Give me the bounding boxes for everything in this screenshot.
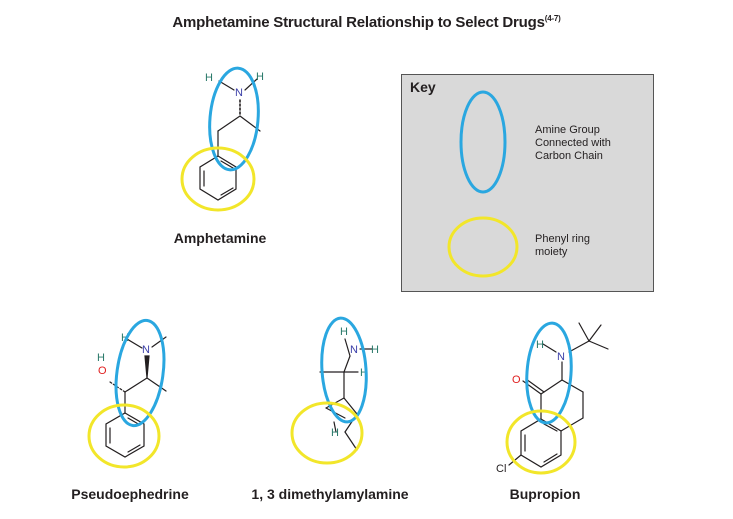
pse-amine-ellipse [114,318,166,428]
label-bupropion: Bupropion [509,486,581,502]
pse-oxygen: O [98,365,107,377]
figure-title: Amphetamine Structural Relationship to S… [0,14,733,31]
dmaa-nitrogen: N [350,344,358,356]
key-phenyl-label: Phenyl ring moiety [535,233,590,259]
key-amine-label: Amine Group Connected with Carbon Chain [535,124,611,163]
bup-amine-ellipse [525,321,573,425]
key-phenyl-ellipse [447,216,519,278]
dmaa-amine-ellipse [320,316,368,424]
dmaa-h-chain: H [360,367,368,379]
bup-h: H [536,339,544,351]
amph-phenyl-ellipse [180,146,256,212]
dmaa-h-n: H [371,344,379,356]
label-amphetamine: Amphetamine [173,230,267,246]
amph-amine-ellipse [208,66,260,172]
amph-h-left: H [205,72,213,84]
pseudoephedrine-benzene-ring [105,412,145,458]
bup-oxygen: O [512,374,521,386]
key-amine-ellipse [459,90,507,194]
bup-nitrogen: N [557,351,565,363]
title-reference: (4-7) [544,14,561,23]
pse-nitrogen: N [142,344,150,356]
key-phenyl-line-1: Phenyl ring [535,233,591,245]
label-pseudoephedrine: Pseudoephedrine [71,486,189,502]
key-phenyl-line-2: moiety [535,246,568,258]
key-heading: Key [410,79,436,95]
dmaa-h-lower: H [331,427,339,439]
bupropion-structure [508,322,609,468]
amph-h-right: H [256,71,264,83]
label-dmaa: 1, 3 dimethylamylamine [251,486,409,502]
bup-chlorine: Cl [496,463,506,475]
key-amine-line-2: Connected with [535,137,611,149]
bup-phenyl-ellipse [505,409,577,475]
key-amine-line-3: Carbon Chain [535,150,603,162]
dmaa-phenyl-ellipse [290,401,364,465]
amphetamine-structure [199,78,261,201]
dmaa-h-top: H [340,326,348,338]
key-amine-line-1: Amine Group [535,124,600,136]
key-box: Key Amine Group Connected with Carbon Ch… [401,74,654,292]
title-text: Amphetamine Structural Relationship to S… [172,14,545,31]
amphetamine-benzene-ring [199,155,237,201]
pseudoephedrine-structure [105,336,167,458]
pse-h-oh: H [97,352,105,364]
pse-phenyl-ellipse [87,403,161,469]
bupropion-benzene-ring [520,418,562,468]
amph-nitrogen: N [235,87,243,99]
